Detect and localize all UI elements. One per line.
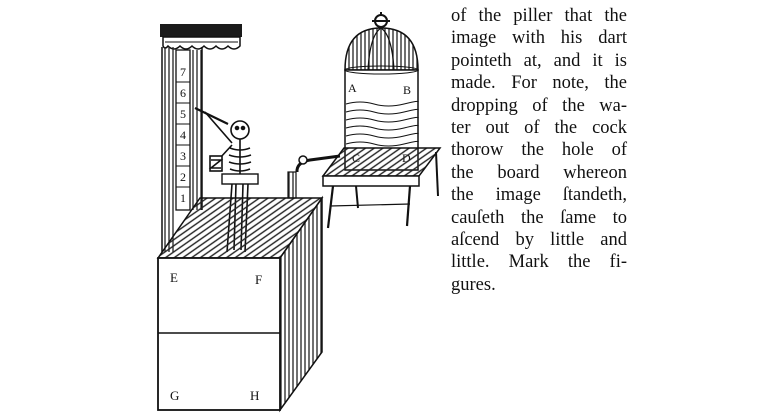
text-line: image with his dart [451, 28, 627, 49]
label-g: G [170, 388, 179, 403]
water-vessel: A B C D [344, 12, 419, 171]
pillar-number: 7 [180, 65, 186, 79]
table [321, 147, 442, 229]
text-line: the board whereon [451, 162, 627, 183]
body-text: of the piller that the image with his da… [451, 5, 627, 296]
label-a: A [348, 81, 357, 95]
pillar-number: 3 [180, 149, 186, 163]
cock-pipe [287, 154, 341, 199]
text-line: the image ſtandeth, [451, 185, 627, 206]
label-b: B [403, 83, 411, 97]
label-e: E [170, 270, 178, 285]
text-line: thorow the hole of [451, 140, 627, 161]
label-f: F [255, 272, 262, 287]
pillar-number: 2 [180, 170, 186, 184]
canopy [160, 24, 242, 50]
text-line: gures. [451, 274, 496, 295]
label-h: H [250, 388, 259, 403]
text-line: ter out of the cock [451, 118, 627, 139]
text-line: aſcend by little and [451, 230, 627, 251]
text-line: of the piller that the [451, 6, 627, 26]
pillar-number: 4 [180, 128, 186, 142]
text-line: dropping of the wa- [451, 95, 627, 116]
pillar-number: 1 [180, 191, 186, 205]
pillar-number: 6 [180, 86, 186, 100]
text-line: little. Mark the fi- [451, 252, 627, 273]
skeleton-figure [194, 107, 259, 253]
box: E F G H [156, 195, 324, 413]
text-line: cauſeth the ſame to [451, 207, 627, 228]
text-line: pointeth at, and it is [451, 50, 627, 71]
pillar-number: 5 [180, 107, 186, 121]
graduated-pillar: 7 6 5 4 3 2 1 [161, 47, 203, 252]
text-line: made. For note, the [451, 73, 627, 94]
